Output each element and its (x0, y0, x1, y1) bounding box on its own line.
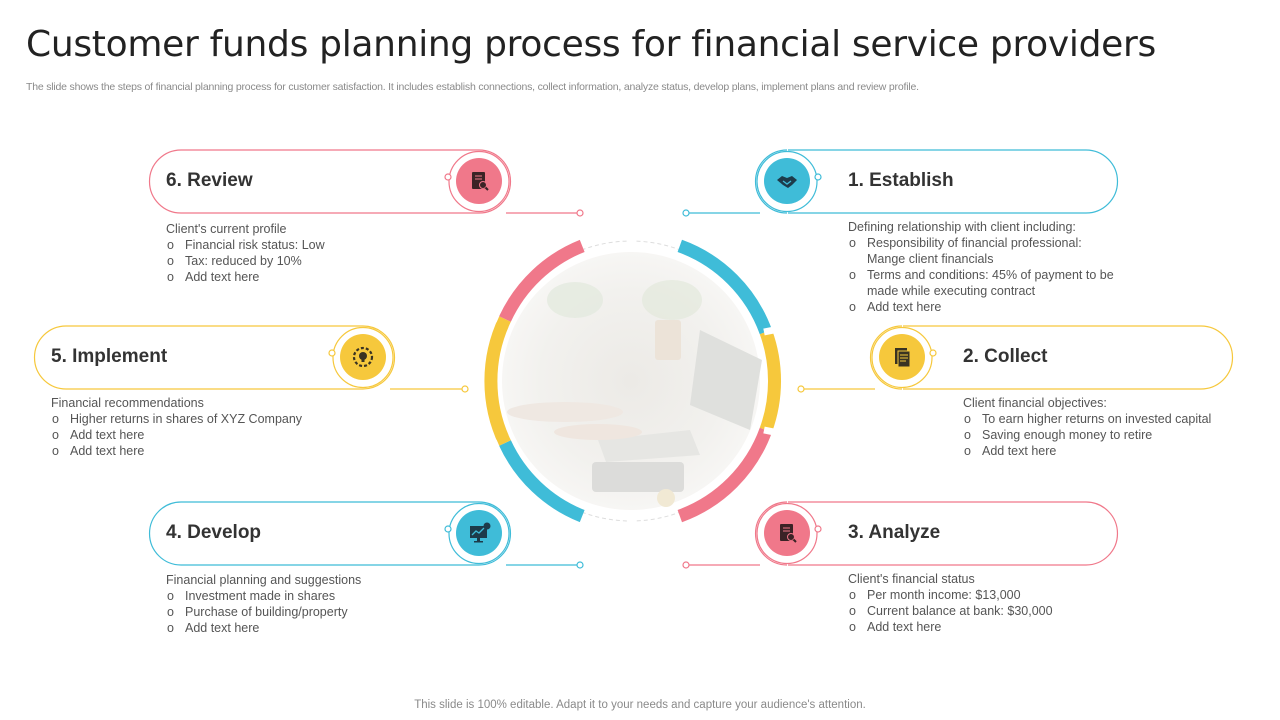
step-title-analyze: 3. Analyze (848, 522, 941, 543)
review-pill (148, 149, 584, 217)
step-intro: Client financial objectives: (963, 396, 1107, 410)
slide-subtitle: The slide shows the steps of financial p… (26, 81, 919, 93)
documents-icon (879, 334, 925, 380)
step-intro: Client's current profile (166, 222, 287, 236)
develop-pill (148, 501, 584, 569)
bullet-item: Responsibility of financial professional… (848, 235, 1114, 251)
step-desc-establish: Defining relationship with client includ… (848, 219, 1114, 315)
ring-segment-develop (499, 440, 585, 523)
step-desc-develop: Financial planning and suggestions Inves… (166, 572, 361, 636)
bullet-item: Investment made in shares (166, 588, 361, 604)
bullet-item: Add text here (166, 269, 325, 285)
bullet-item: Higher returns in shares of XYZ Company (51, 411, 302, 427)
ring-segment-implement (484, 316, 511, 446)
ring-segment-review (499, 239, 585, 322)
bullet-item-continued: made while executing contract (867, 284, 1036, 298)
step-desc-implement: Financial recommendations Higher returns… (51, 395, 302, 459)
bullet-item: Per month income: $13,000 (848, 587, 1053, 603)
step-title-establish: 1. Establish (848, 170, 954, 191)
bullet-item: Add text here (963, 443, 1211, 459)
monitor-chart-icon (456, 510, 502, 556)
bullet-item: Add text here (166, 620, 361, 636)
establish-pill (682, 149, 1119, 217)
ring-gaps (478, 307, 785, 455)
step-title-review: 6. Review (166, 170, 253, 191)
bullet-item: To earn higher returns on invested capit… (963, 411, 1211, 427)
ring-segments (484, 239, 781, 523)
step-desc-collect: Client financial objectives: To earn hig… (963, 395, 1211, 459)
bullet-item: Saving enough money to retire (963, 427, 1211, 443)
step-intro: Client's financial status (848, 572, 975, 586)
bullet-item: Tax: reduced by 10% (166, 253, 325, 269)
slide-footer: This slide is 100% editable. Adapt it to… (414, 699, 866, 711)
step-desc-analyze: Client's financial status Per month inco… (848, 571, 1053, 635)
bullet-item: Purchase of building/property (166, 604, 361, 620)
bullet-item: Current balance at bank: $30,000 (848, 603, 1053, 619)
step-intro: Financial planning and suggestions (166, 573, 362, 587)
report-analysis-icon (456, 158, 502, 204)
handshake-icon (764, 158, 810, 204)
bullet-item: Add text here (51, 443, 302, 459)
step-desc-review: Client's current profile Financial risk … (166, 221, 325, 285)
implement-pill (33, 325, 469, 393)
bullet-item: Financial risk status: Low (166, 237, 325, 253)
collect-pill (797, 325, 1234, 393)
bullet-item: Add text here (848, 299, 1114, 315)
slide-title: Customer funds planning process for fina… (26, 24, 1156, 65)
step-intro: Defining relationship with client includ… (848, 220, 1076, 234)
bullet-item: Add text here (848, 619, 1053, 635)
step-intro: Financial recommendations (51, 396, 204, 410)
center-photo (502, 252, 762, 510)
lightbulb-gear-icon (340, 334, 386, 380)
report-analysis-icon (764, 510, 810, 556)
step-title-implement: 5. Implement (51, 346, 168, 367)
step-title-collect: 2. Collect (963, 346, 1048, 367)
analyze-pill (682, 501, 1119, 569)
bullet-item-continued: Mange client financials (867, 252, 994, 266)
ring-segment-collect (759, 329, 781, 433)
bullet-item: Terms and conditions: 45% of payment to … (848, 267, 1114, 283)
ring-segment-analyze (677, 427, 773, 523)
bullet-item: Add text here (51, 427, 302, 443)
step-title-develop: 4. Develop (166, 522, 262, 543)
ring-segment-establish (677, 239, 773, 335)
